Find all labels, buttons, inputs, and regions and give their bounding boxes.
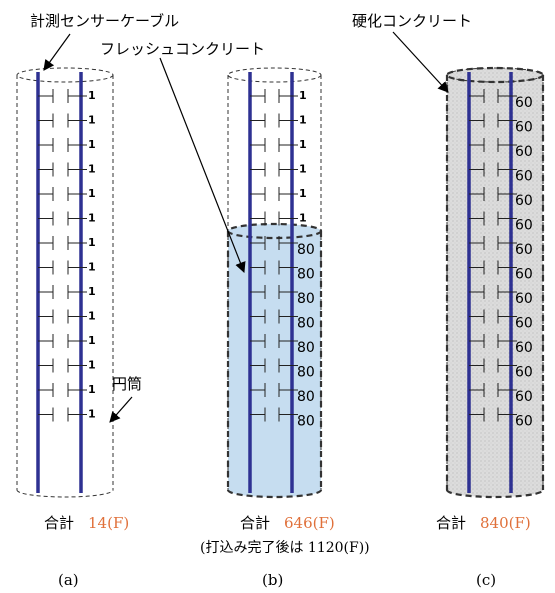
capacitance-value: 1	[88, 285, 96, 298]
caption-c: (c)	[476, 571, 497, 589]
total-a-label: 合計	[44, 514, 75, 532]
total-c-value: 840(F)	[480, 514, 531, 532]
capacitance-value: 60	[515, 291, 533, 307]
capacitance-value: 1	[88, 261, 96, 274]
total-c-label: 合計	[436, 514, 467, 532]
fresh-concrete-label: フレッシュコンクリート	[100, 40, 266, 58]
capacitance-value: 80	[297, 267, 315, 283]
capacitance-value: 1	[88, 163, 96, 176]
sensor-cable-label: 計測センサーケーブル	[30, 12, 180, 30]
hardened-concrete-fill	[447, 75, 543, 497]
cylinder-a: 1 1 1 1 1 1 1 1 1 1 1 1 1 1	[16, 67, 114, 498]
capacitance-value: 80	[297, 291, 315, 307]
cylinder-top	[227, 67, 322, 83]
capacitance-value: 1	[299, 89, 307, 102]
capacitance-value: 1	[88, 359, 96, 372]
capacitance-value: 80	[297, 414, 315, 430]
capacitance-value: 60	[515, 389, 533, 405]
capacitance-value: 60	[515, 316, 533, 332]
capacitance-value: 60	[515, 169, 533, 185]
capacitance-value: 1	[88, 212, 96, 225]
capacitance-value: 1	[88, 383, 96, 396]
capacitance-value: 1	[88, 114, 96, 127]
total-b-value: 646(F)	[284, 514, 335, 532]
cylinder-b: 1 1 1 1 1 1 80 80 80 80 80 80 80 80	[226, 67, 323, 499]
total-b-note: (打込み完了後は 1120(F))	[200, 540, 370, 556]
cylinder-arrow	[109, 396, 133, 423]
sensor-cable-arrow	[43, 33, 71, 71]
cylinder-bottom	[16, 489, 114, 498]
capacitance-value: 80	[297, 365, 315, 381]
capacitance-value: 1	[88, 236, 96, 249]
caption-b: (b)	[262, 571, 284, 589]
cylinder-label: 円筒	[112, 375, 143, 393]
capacitance-value: 60	[515, 193, 533, 209]
capacitance-value: 80	[297, 340, 315, 356]
capacitance-value: 60	[515, 144, 533, 160]
cylinder-bottom	[226, 489, 323, 499]
capacitance-value: 1	[299, 187, 307, 200]
fresh-concrete-arrow	[159, 57, 246, 274]
capacitance-value: 1	[299, 138, 307, 151]
total-b-label: 合計	[240, 514, 271, 532]
concrete-surface	[226, 222, 323, 240]
capacitance-value: 80	[297, 316, 315, 332]
capacitance-value: 1	[88, 187, 96, 200]
total-a: 合計 14(F)	[44, 512, 129, 533]
capacitance-value: 1	[88, 310, 96, 323]
capacitance-value: 60	[515, 218, 533, 234]
hardened-concrete-arrow	[392, 31, 449, 93]
capacitance-value: 60	[515, 340, 533, 356]
capacitance-value: 60	[515, 95, 533, 111]
capacitance-value: 60	[515, 267, 533, 283]
cylinder-bottom	[445, 489, 545, 499]
capacitance-value: 1	[88, 89, 96, 102]
capacitance-value: 1	[299, 114, 307, 127]
cylinder-top	[16, 67, 114, 83]
capacitance-value: 1	[88, 408, 96, 421]
capacitance-value: 1	[299, 163, 307, 176]
total-a-value: 14(F)	[88, 514, 130, 532]
hardened-concrete-label: 硬化コンクリート	[352, 12, 473, 30]
total-b: 合計 646(F)	[240, 512, 335, 533]
capacitance-value: 60	[515, 414, 533, 430]
capacitance-value: 1	[88, 138, 96, 151]
capacitance-value: 80	[297, 242, 315, 258]
total-c: 合計 840(F)	[436, 512, 531, 533]
capacitance-value: 80	[297, 389, 315, 405]
capacitance-value: 60	[515, 242, 533, 258]
capacitance-value: 60	[515, 120, 533, 136]
capacitance-value: 60	[515, 365, 533, 381]
cylinder-c: 60 60 60 60 60 60 60 60 60 60 60 60 60 60	[445, 66, 545, 499]
capacitance-value: 1	[88, 334, 96, 347]
capacitance-value: 1	[299, 212, 307, 225]
caption-a: (a)	[58, 571, 79, 589]
